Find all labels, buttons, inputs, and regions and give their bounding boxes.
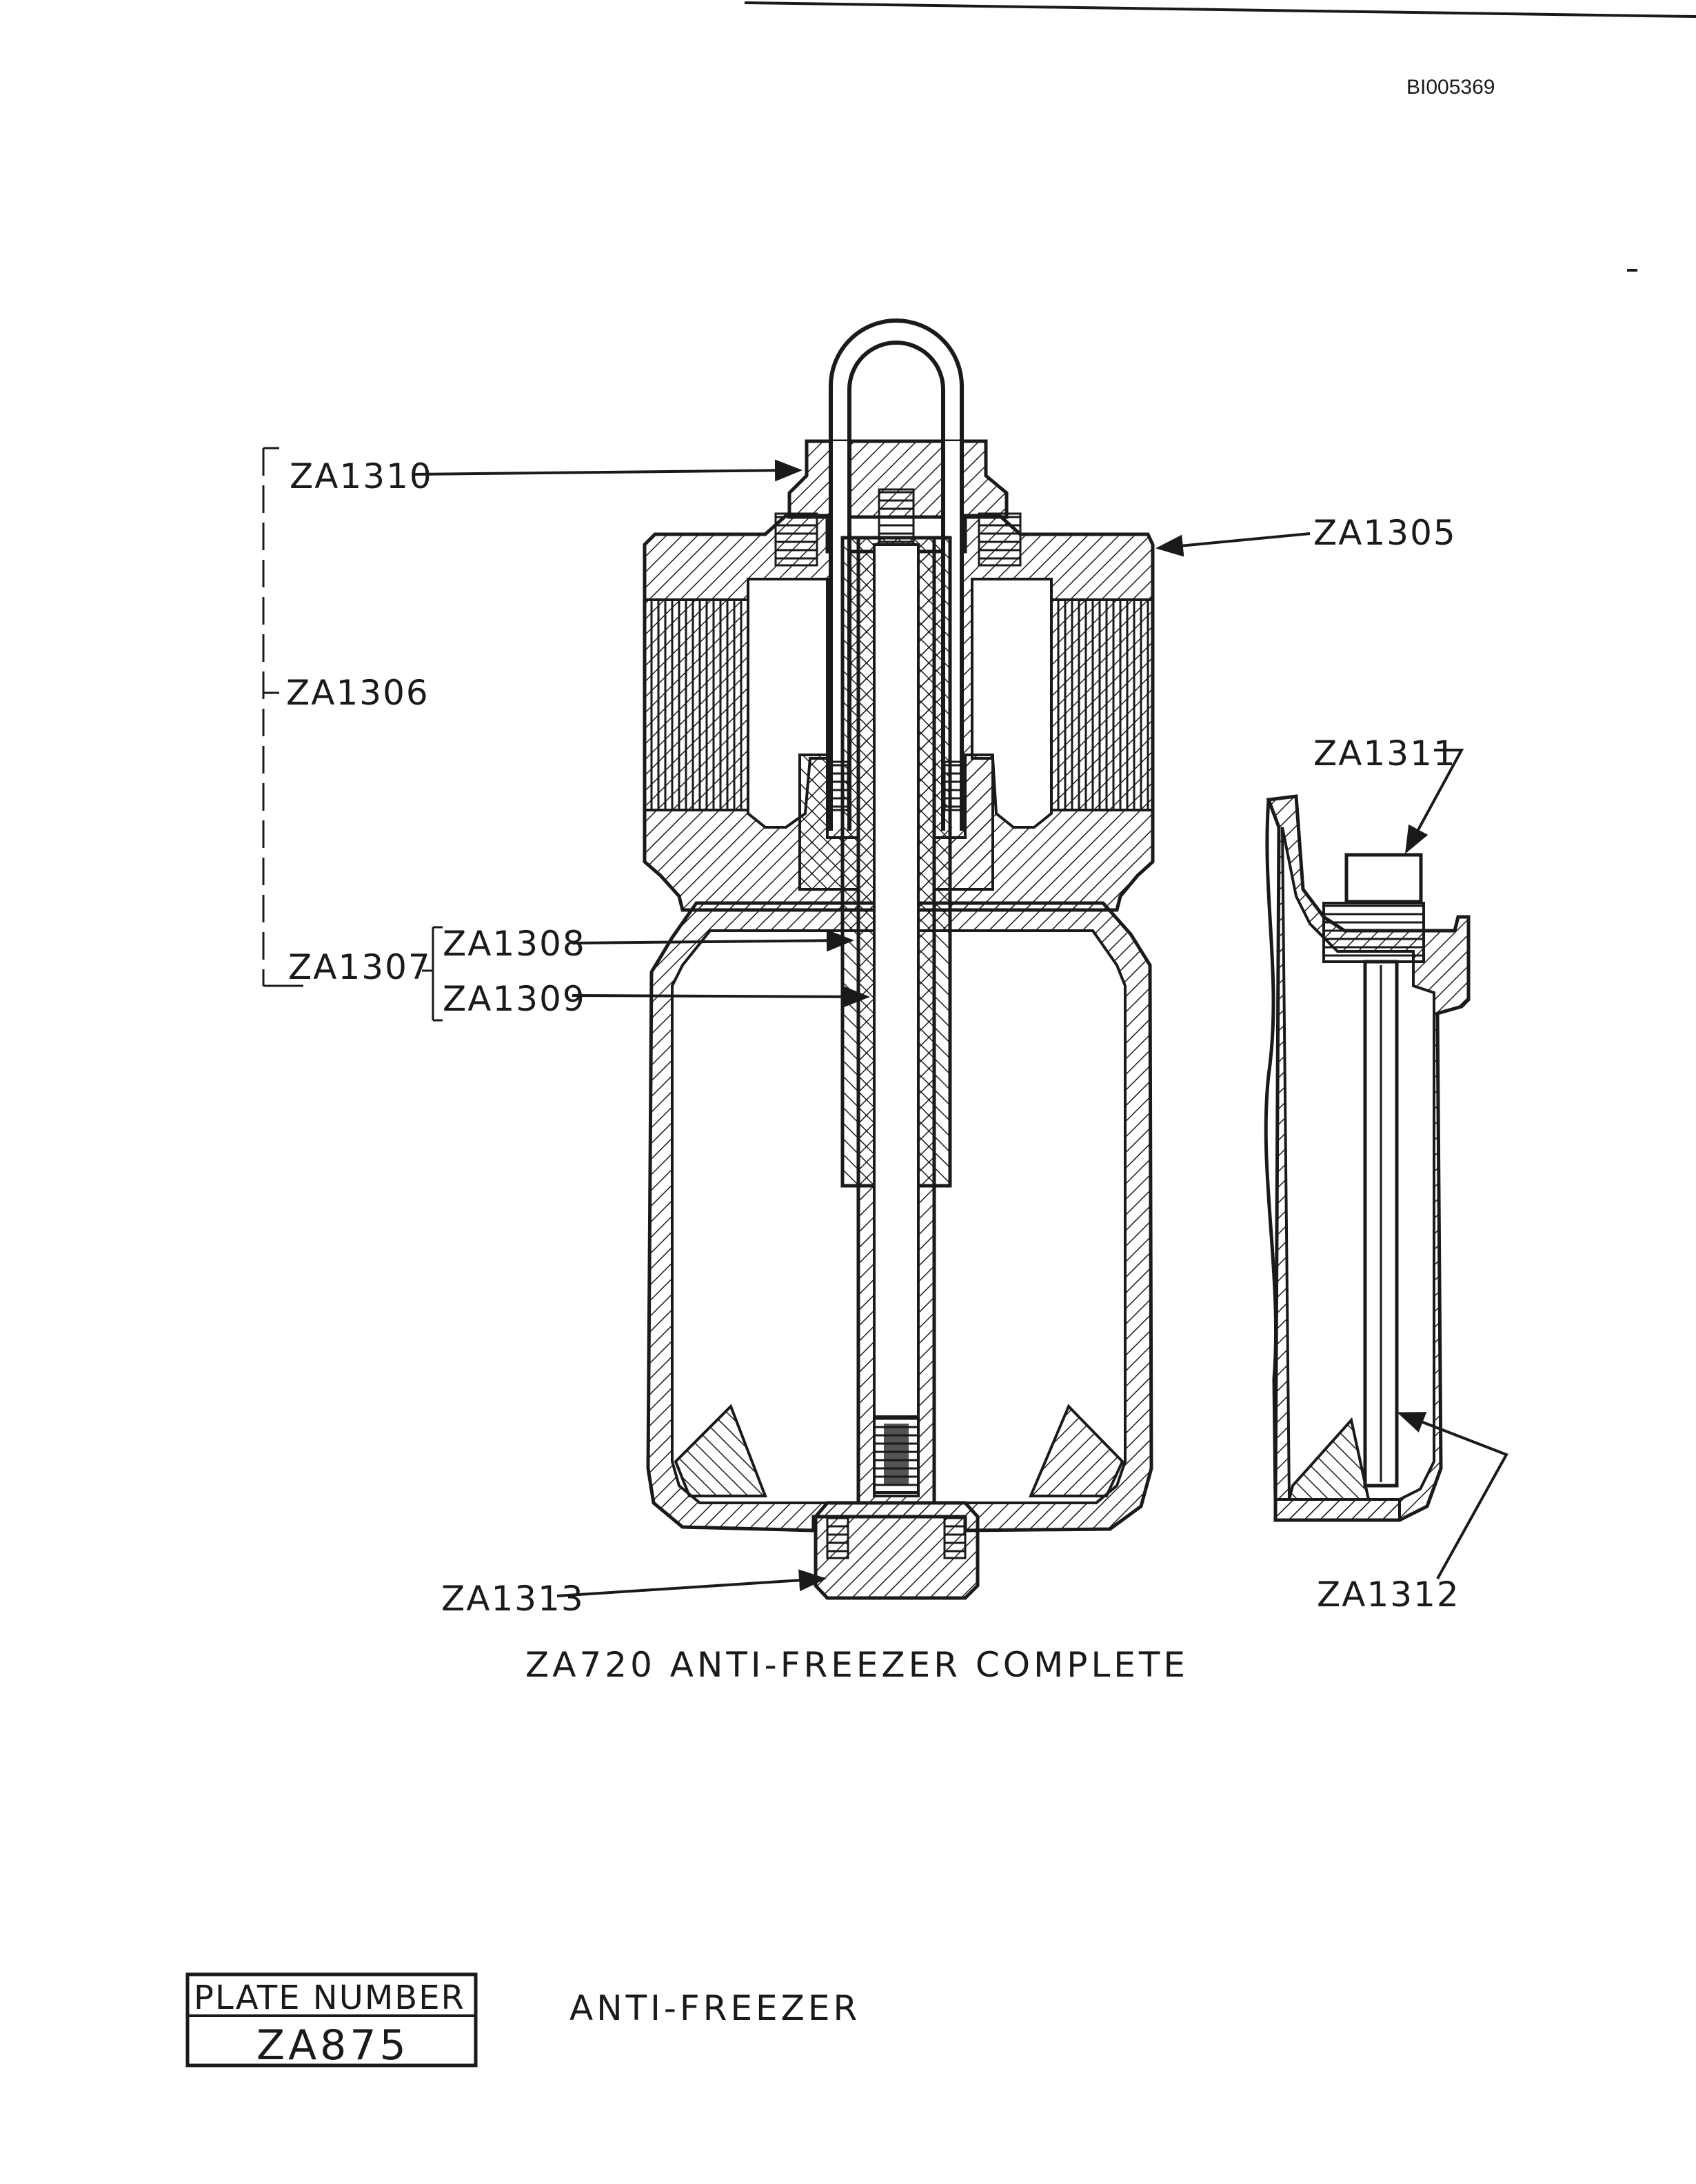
- label-za1312: ZA1312: [1317, 1575, 1460, 1615]
- document-id: BI005369: [1406, 76, 1495, 99]
- detail-cap: [1344, 853, 1423, 904]
- label-za1310: ZA1310: [290, 456, 433, 496]
- section-detail: [1264, 794, 1471, 1522]
- label-za1308: ZA1308: [443, 924, 586, 964]
- label-za1311: ZA1311: [1313, 734, 1457, 774]
- label-za1305: ZA1305: [1313, 513, 1457, 553]
- label-za1306: ZA1306: [286, 673, 430, 713]
- label-za1309: ZA1309: [443, 979, 586, 1019]
- label-za1307: ZA1307: [288, 947, 432, 987]
- label-za1313: ZA1313: [441, 1579, 585, 1619]
- wire-handle: [829, 318, 964, 831]
- leader-lines: [262, 447, 1508, 1597]
- drain-plug: [814, 1501, 980, 1600]
- plate-number-box: PLATE NUMBER ZA875: [185, 1972, 478, 2070]
- scan-edge: [744, 1, 1696, 272]
- part-labels: ZA1310 ZA1305 ZA1306 ZA1311 ZA1307 ZA130…: [286, 456, 1460, 1619]
- plate-number: ZA875: [256, 2021, 410, 2070]
- plate-header: PLATE NUMBER: [194, 1979, 465, 2017]
- drawing-title: ZA720 ANTI-FREEZER COMPLETE: [525, 1645, 1189, 1685]
- anti-freezer-main-assembly: [643, 318, 1155, 1600]
- detail-threaded-insert: [1322, 902, 1425, 963]
- cooling-fins: [643, 598, 749, 811]
- plate-caption: ANTI-FREEZER: [569, 1988, 860, 2028]
